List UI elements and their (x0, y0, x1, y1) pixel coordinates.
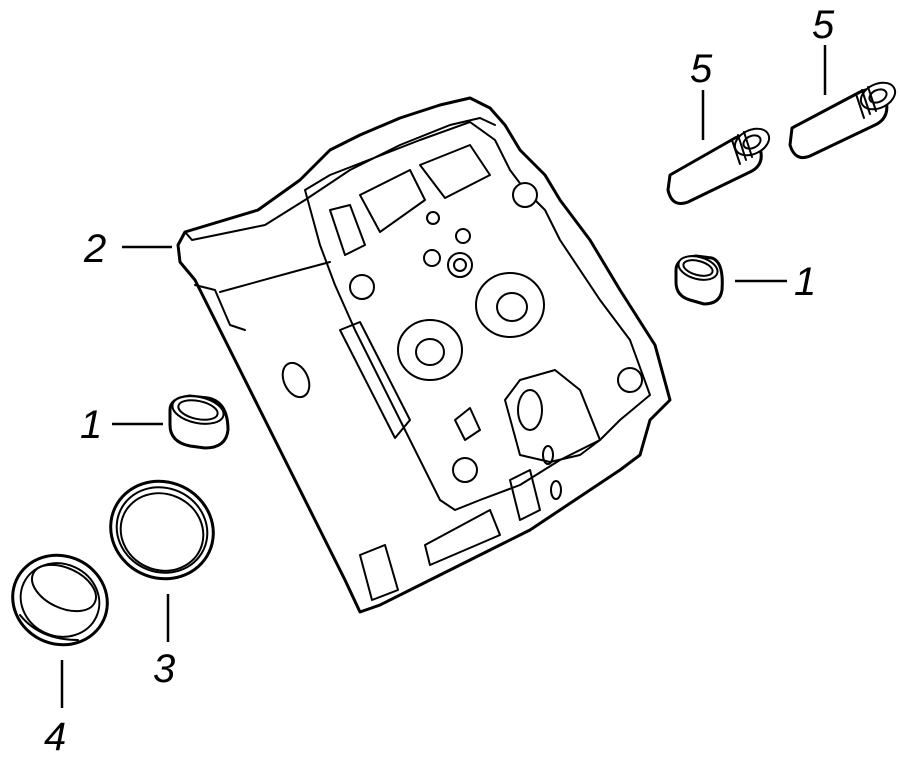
callout-4: 4 (44, 715, 66, 759)
valve-seat-insert (11, 553, 109, 647)
callout-1-left: 1 (80, 403, 102, 447)
cylinder-head (176, 96, 672, 614)
callout-2: 2 (83, 227, 106, 271)
plug-left (168, 394, 230, 450)
callout-5-left: 5 (690, 47, 713, 91)
callout-1-right: 1 (794, 260, 816, 304)
valve-guide-left (666, 127, 771, 205)
seal-ring (109, 479, 215, 581)
callout-5-right: 5 (812, 3, 835, 47)
valve-guide-right (788, 81, 897, 160)
plug-right (674, 254, 724, 306)
callout-3: 3 (153, 647, 175, 691)
